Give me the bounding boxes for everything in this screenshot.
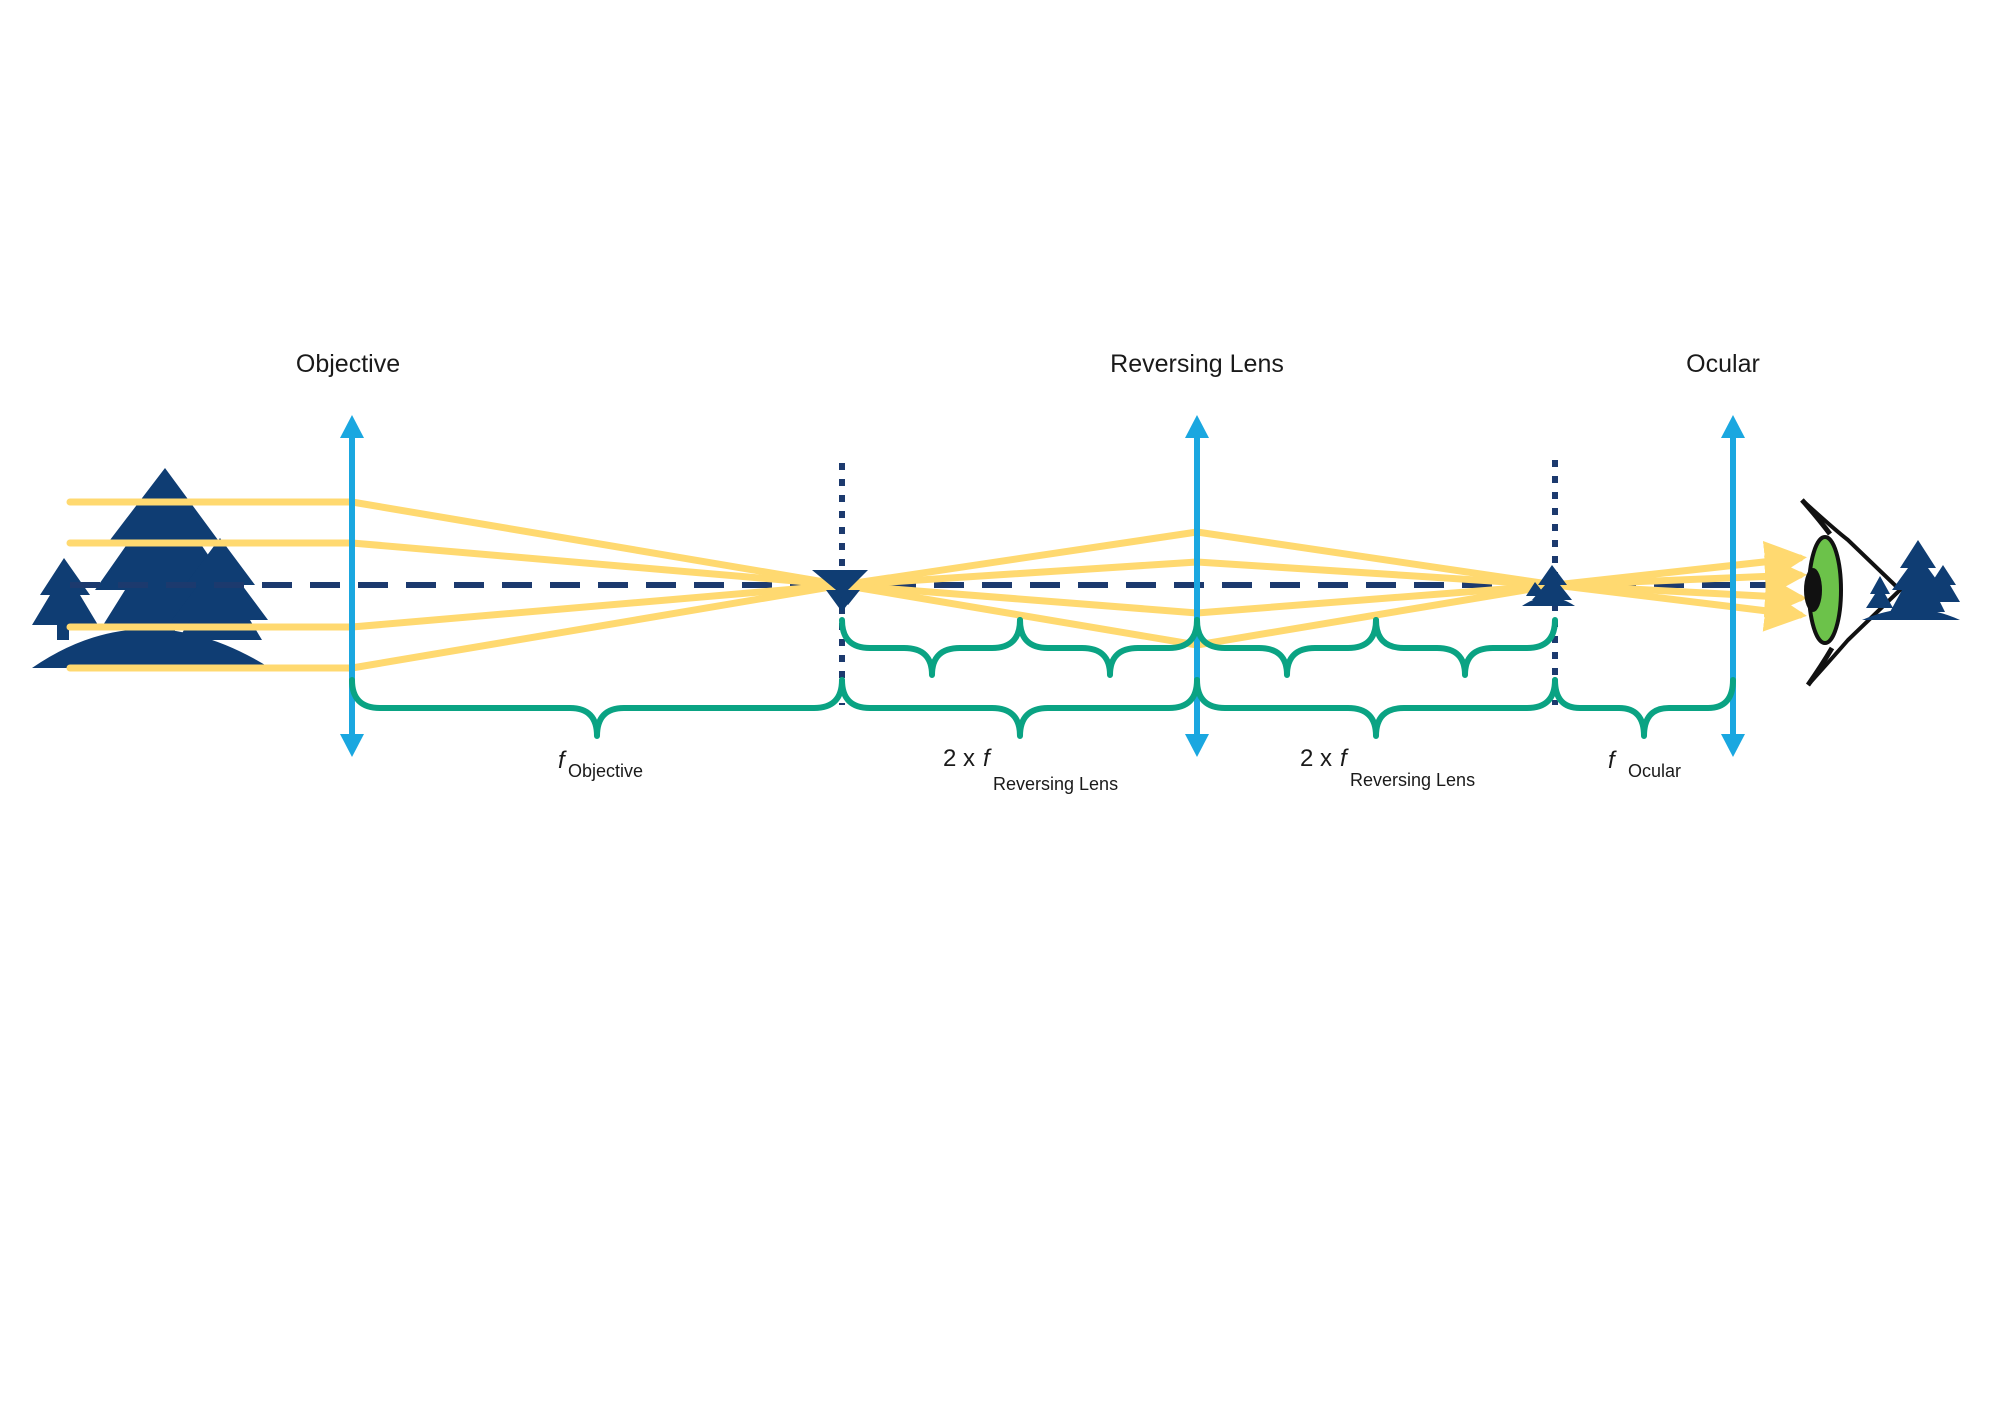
label-objective: Objective [296, 350, 400, 378]
brace-reversing-1 [839, 677, 1200, 739]
svg-text:Reversing Lens: Reversing Lens [993, 774, 1118, 794]
distance-label-objective: f Objective [558, 747, 643, 781]
svg-text:f: f [1608, 747, 1617, 774]
brace-focal-3 [1194, 617, 1379, 678]
brace-objective [349, 677, 845, 739]
distance-label-ocular: f Ocular [1608, 747, 1681, 781]
intermediate-image-inverted [812, 570, 868, 612]
svg-text:2 x: 2 x [1300, 745, 1332, 772]
svg-text:Ocular: Ocular [1628, 761, 1681, 781]
brace-reversing-2 [1194, 677, 1558, 739]
distance-label-reversing-2: 2 x f Reversing Lens [1300, 745, 1475, 790]
intermediate-image-upright [1522, 565, 1575, 606]
brace-focal-1 [839, 617, 1023, 678]
svg-text:Objective: Objective [568, 761, 643, 781]
brace-focal-4 [1373, 617, 1558, 678]
svg-text:f: f [558, 747, 567, 774]
svg-text:Reversing Lens: Reversing Lens [1350, 770, 1475, 790]
label-ocular: Ocular [1686, 350, 1760, 378]
svg-text:2 x: 2 x [943, 745, 975, 772]
svg-text:f: f [983, 745, 992, 772]
distance-label-reversing-1: 2 x f Reversing Lens [943, 745, 1118, 794]
distance-braces [349, 617, 1736, 739]
label-reversing-lens: Reversing Lens [1110, 350, 1284, 378]
svg-text:f: f [1340, 745, 1349, 772]
object-tree-scene [32, 468, 270, 668]
perceived-image-trees [1862, 540, 1960, 620]
brace-ocular [1552, 677, 1736, 739]
brace-focal-2 [1017, 617, 1200, 678]
